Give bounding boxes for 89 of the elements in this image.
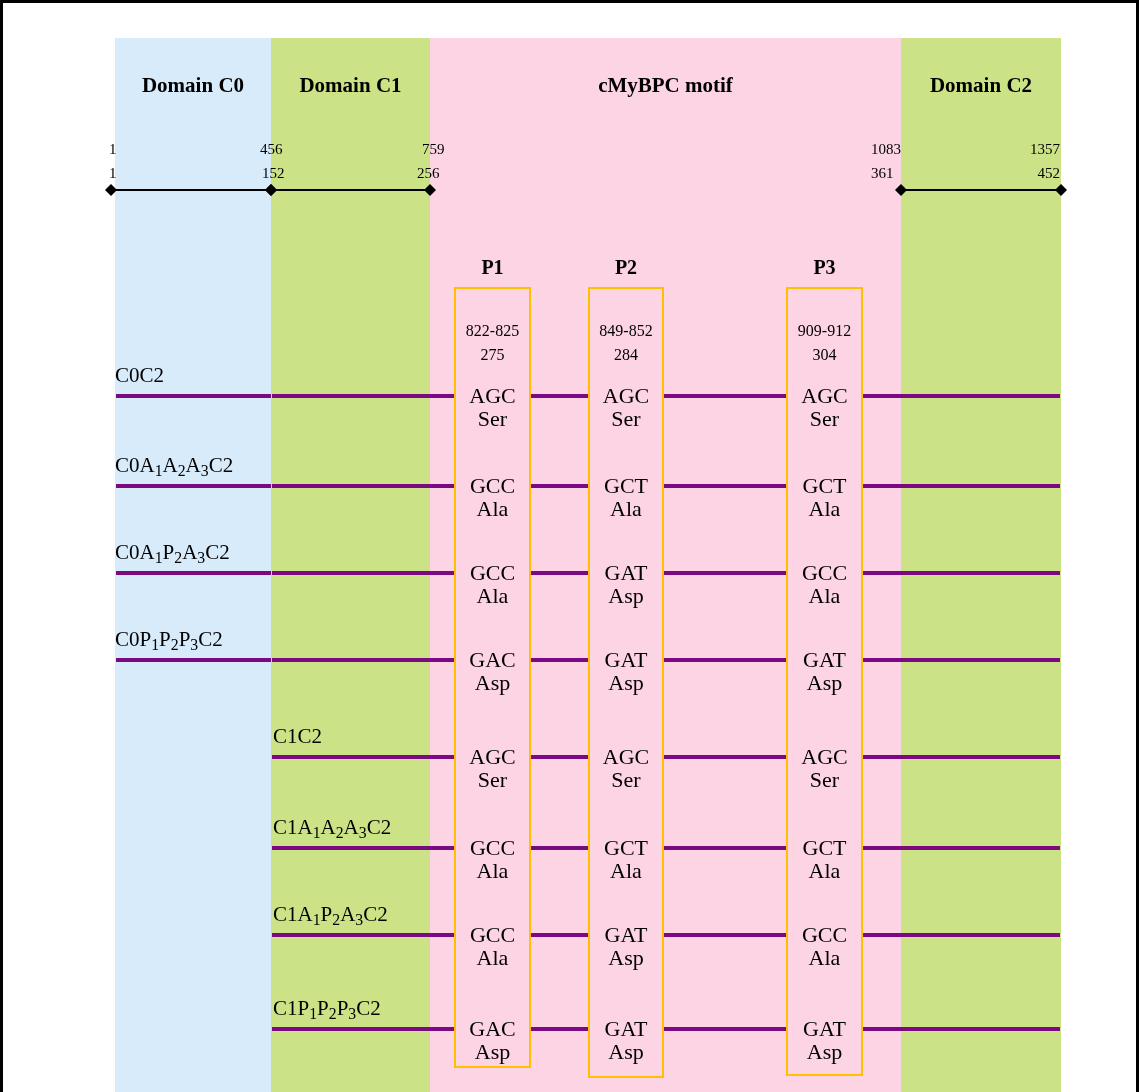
codon-text: AGC Ser <box>601 384 651 430</box>
construct-line <box>272 846 454 850</box>
residue-position: 909-912 304 <box>796 321 853 365</box>
construct-line <box>863 571 1060 575</box>
codon-text: GAT Asp <box>802 648 847 694</box>
construct-line <box>116 484 271 488</box>
construct-line <box>664 484 786 488</box>
codon-text: AGC Ser <box>800 745 849 791</box>
codon-text: GCC Ala <box>800 561 849 607</box>
construct-line <box>531 755 588 759</box>
codon-text: GCC Ala <box>468 474 517 520</box>
construct-line <box>531 933 588 937</box>
construct-line <box>664 846 786 850</box>
residue-number: 456 <box>260 140 283 158</box>
construct-name: C1C2 <box>273 724 322 748</box>
residue-number: 452 <box>1037 164 1060 182</box>
residue-position: 849-852 284 <box>598 321 654 365</box>
construct-line <box>863 846 1060 850</box>
domain-heading: Domain C2 <box>928 72 1034 98</box>
codon-text: GCC Ala <box>468 923 517 969</box>
construct-name: C0C2 <box>115 363 164 387</box>
construct-line <box>863 658 1060 662</box>
residue-number: 1 <box>109 140 117 158</box>
residue-number: 1357 <box>1030 140 1060 158</box>
construct-line <box>272 571 454 575</box>
construct-line <box>863 1027 1060 1031</box>
construct-line <box>863 933 1060 937</box>
construct-name: C0A$_{1}$A$_{2}$A$_{3}$C2 <box>115 453 234 477</box>
residue-number: 256 <box>417 164 440 182</box>
domain-heading: Domain C1 <box>298 72 403 98</box>
codon-text: GAT Asp <box>802 1017 847 1063</box>
construct-line <box>531 394 588 398</box>
construct-line <box>664 658 786 662</box>
codon-text: GCC Ala <box>468 561 517 607</box>
domain-heading: Domain C0 <box>140 72 246 98</box>
construct-line <box>664 755 786 759</box>
construct-line <box>272 933 454 937</box>
construct-line <box>863 484 1060 488</box>
construct-line <box>664 933 786 937</box>
construct-line <box>272 658 454 662</box>
construct-line <box>863 394 1060 398</box>
residue-number: 1083 <box>871 140 901 158</box>
codon-text: GCT Ala <box>801 474 848 520</box>
construct-name: C0P$_{1}$P$_{2}$P$_{3}$C2 <box>115 627 223 651</box>
residue-number: 361 <box>871 164 894 182</box>
codon-text: GCC Ala <box>800 923 849 969</box>
construct-line <box>664 571 786 575</box>
construct-line <box>531 484 588 488</box>
codon-text: GAC Asp <box>468 1017 517 1063</box>
construct-line <box>272 394 454 398</box>
construct-line <box>531 571 588 575</box>
construct-line <box>116 658 271 662</box>
codon-text: GAT Asp <box>603 1017 649 1063</box>
domain-heading: cMyBPC motif <box>597 72 734 98</box>
construct-line <box>272 755 454 759</box>
construct-line <box>531 846 588 850</box>
construct-line <box>531 1027 588 1031</box>
codon-text: GCC Ala <box>468 836 517 882</box>
residue-number: 759 <box>422 140 445 158</box>
codon-text: GCT Ala <box>603 836 649 882</box>
construct-name: C1A$_{1}$P$_{2}$A$_{3}$C2 <box>273 902 388 926</box>
site-heading: P3 <box>812 255 837 279</box>
codon-text: AGC Ser <box>800 384 849 430</box>
codon-text: AGC Ser <box>601 745 651 791</box>
codon-text: GAC Asp <box>468 648 517 694</box>
construct-line <box>531 658 588 662</box>
construct-line <box>664 394 786 398</box>
site-heading: P2 <box>613 255 639 279</box>
construct-line <box>116 394 271 398</box>
codon-text: GCT Ala <box>603 474 649 520</box>
construct-line <box>272 1027 454 1031</box>
construct-line <box>863 755 1060 759</box>
construct-name: C1A$_{1}$A$_{2}$A$_{3}$C2 <box>273 815 392 839</box>
site-heading: P1 <box>480 255 505 279</box>
domain-band <box>901 38 1061 1092</box>
codon-text: GCT Ala <box>801 836 848 882</box>
codon-text: GAT Asp <box>603 648 649 694</box>
codon-text: AGC Ser <box>468 745 517 791</box>
residue-number: 1 <box>109 164 117 182</box>
codon-text: GAT Asp <box>603 561 649 607</box>
construct-name: C0A$_{1}$P$_{2}$A$_{3}$C2 <box>115 540 230 564</box>
construct-name: C1P$_{1}$P$_{2}$P$_{3}$C2 <box>273 996 381 1020</box>
residue-number: 152 <box>262 164 285 182</box>
construct-line <box>116 571 271 575</box>
codon-text: AGC Ser <box>468 384 517 430</box>
construct-line <box>272 484 454 488</box>
codon-text: GAT Asp <box>603 923 649 969</box>
construct-line <box>664 1027 786 1031</box>
residue-position: 822-825 275 <box>464 321 521 365</box>
